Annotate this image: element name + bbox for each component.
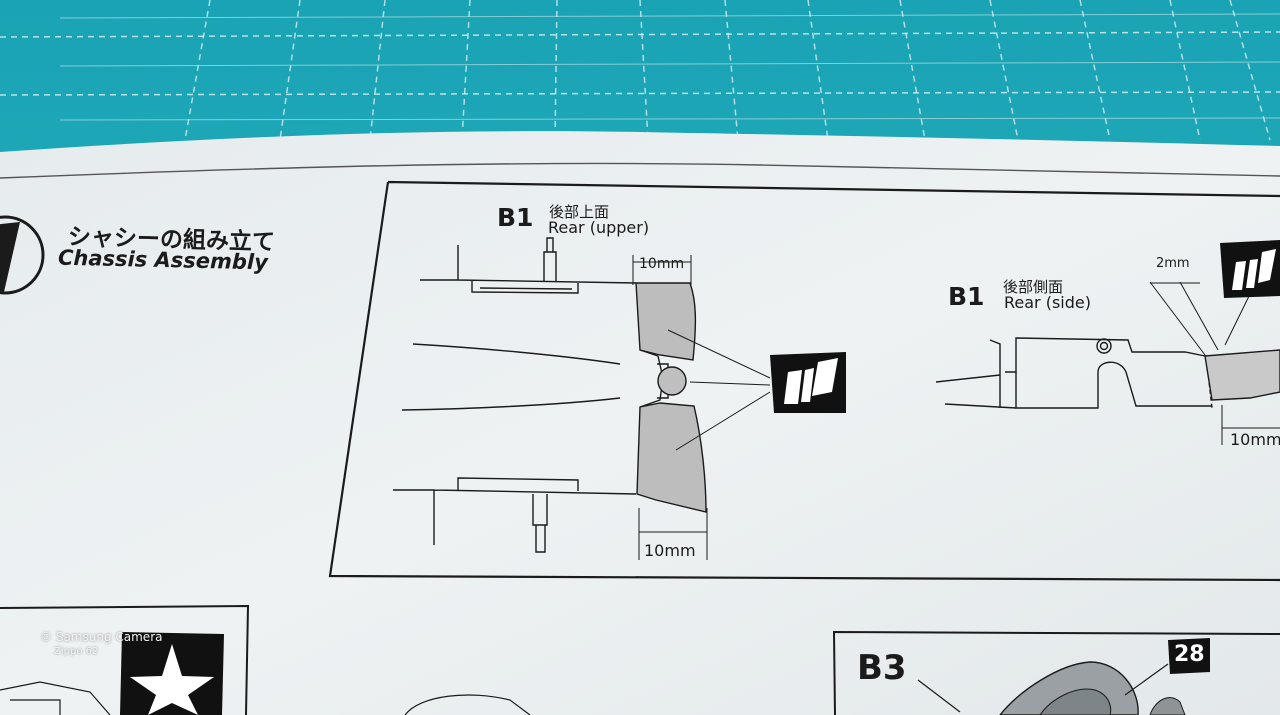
lower-right-frame	[832, 630, 1280, 715]
b3-part-drawing	[917, 661, 1186, 715]
side-view-part-label: B1	[948, 282, 985, 311]
diagram-frame	[328, 180, 1280, 582]
side-dimension-bottom: 10mm	[1230, 430, 1280, 449]
upper-view-part-label: B1	[497, 203, 534, 232]
step-number-badge	[0, 215, 45, 295]
side-dimension-lines	[1149, 281, 1280, 445]
part-number-text: 28	[1174, 642, 1205, 667]
side-dimension-top: 2mm	[1156, 256, 1190, 271]
lower-middle-part	[404, 694, 531, 715]
b3-part-label: B3	[857, 648, 907, 688]
upper-view-label-japanese: 後部上面	[549, 203, 610, 221]
rear-upper-diagram	[393, 237, 687, 553]
camera-watermark: © Samsung Camera Zippo 62	[40, 630, 162, 657]
side-view-label-english: Rear (side)	[1004, 293, 1091, 312]
upper-dimension-top: 10mm	[639, 256, 685, 272]
cutting-mat-grid	[0, 0, 1280, 141]
rear-upper-wing-bottom	[636, 402, 707, 513]
watermark-camera-name: Samsung Camera	[55, 630, 163, 644]
upper-view-label-english: Rear (upper)	[548, 218, 650, 237]
cement-icon-side	[1220, 240, 1280, 298]
part-number-badge	[1168, 638, 1210, 674]
watermark-line-2: Zippo 62	[54, 646, 99, 657]
sheet-top-rule	[0, 162, 1280, 179]
rear-side-shaded-part	[1204, 349, 1280, 401]
upper-leader-lines	[667, 329, 771, 451]
step-title-english: Chassis Assembly	[57, 245, 269, 275]
upper-dimension-bottom: 10mm	[644, 541, 696, 560]
rear-upper-wing-top	[635, 282, 697, 361]
upper-dimension-lines	[632, 255, 708, 560]
cement-icon	[770, 352, 846, 413]
rear-side-diagram	[935, 337, 1213, 409]
lower-left-part	[0, 681, 111, 715]
side-view-label-japanese: 後部側面	[1003, 278, 1064, 296]
watermark-line-1: © Samsung Camera	[40, 630, 163, 644]
star-badge	[120, 632, 224, 715]
lower-left-frame	[0, 604, 250, 715]
